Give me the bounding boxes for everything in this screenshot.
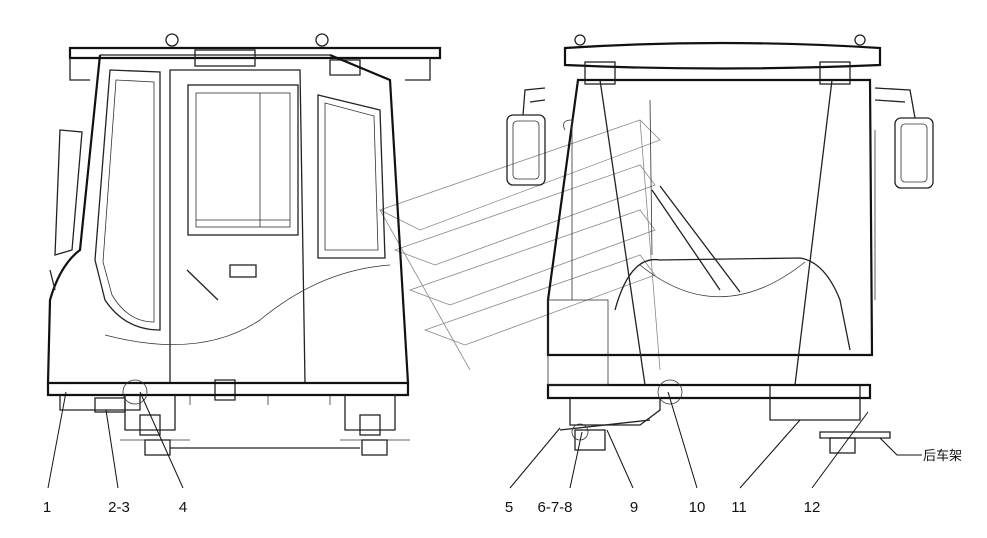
callout-4: 4 [179,499,187,516]
cab-side-view [46,33,442,456]
callout-12: 12 [804,499,821,516]
callout-labels: 1 2-3 4 5 6-7-8 9 10 11 12 后车架 [43,448,962,516]
callout-11: 11 [731,499,747,516]
callout-1: 1 [43,499,51,516]
cab-rear-view [506,34,934,454]
callout-9: 9 [630,499,638,516]
callout-10: 10 [689,499,706,516]
mount-rear [340,395,410,456]
callout-2-3: 2-3 [108,499,130,516]
leader-lines [47,391,922,489]
mirror-right [874,87,934,189]
watermark-logo [378,119,661,371]
mirror-left [506,87,546,186]
rear-frame-label: 后车架 [923,448,962,464]
callout-5: 5 [505,499,513,516]
callout-6-7-8: 6-7-8 [537,499,572,516]
